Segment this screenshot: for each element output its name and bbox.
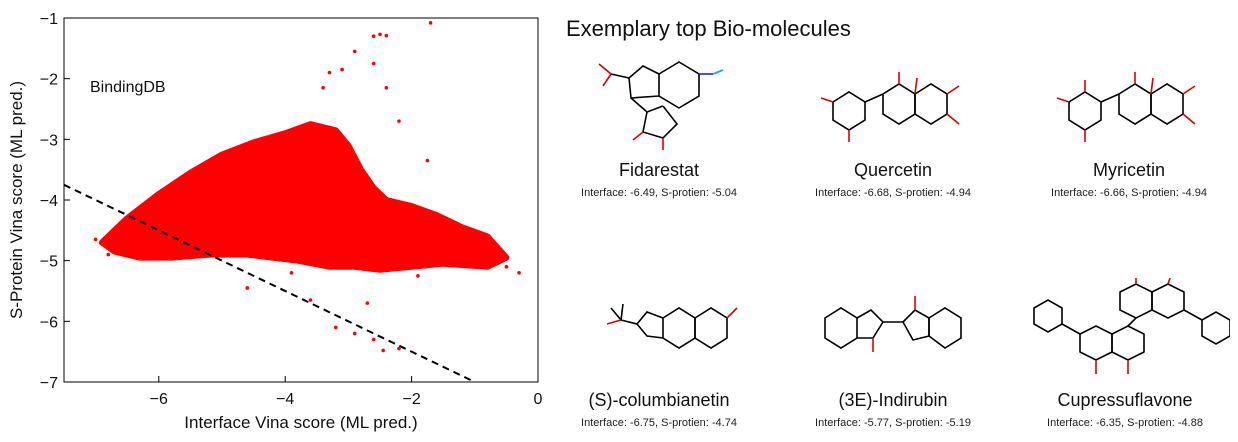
scatter-point bbox=[245, 286, 250, 290]
y-axis-label: S-Protein Vina score (ML pred.) bbox=[7, 81, 26, 319]
x-tick-label: −6 bbox=[150, 391, 168, 408]
scatter-point bbox=[327, 70, 332, 75]
molecule-scores: Interface: -6.49, S-protien: -5.04 bbox=[581, 187, 737, 199]
molecule-scores: Interface: -6.66, S-protien: -4.94 bbox=[1051, 187, 1207, 199]
molecule-scores: Interface: -6.75, S-protien: -4.74 bbox=[581, 417, 737, 429]
dashed-reference-line bbox=[63, 183, 476, 383]
chart-annotation: BindingDB bbox=[90, 79, 166, 96]
x-tick-label: −4 bbox=[276, 391, 294, 408]
scatter-point bbox=[416, 274, 420, 278]
y-tick-label: −2 bbox=[40, 72, 58, 89]
y-tick-label: −4 bbox=[40, 193, 58, 210]
molecule-name: Quercetin bbox=[853, 160, 933, 180]
myricetin-structure-icon bbox=[1056, 72, 1196, 142]
molecule-card-myricetin: Myricetin Interface: -6.66, S-protien: -… bbox=[1024, 52, 1234, 199]
scatter-point bbox=[371, 61, 376, 66]
plot-area bbox=[63, 21, 521, 383]
molecule-scores: Interface: -5.77, S-protien: -5.19 bbox=[815, 417, 971, 429]
scatter-point bbox=[381, 348, 385, 353]
y-tick-label: −1 bbox=[40, 11, 58, 28]
molecule-name: Myricetin bbox=[1092, 160, 1165, 180]
x-tick-label: −2 bbox=[402, 391, 420, 408]
molecule-card-cupressuflavone: Cupressuflavone Interface: -6.35, S-prot… bbox=[1020, 278, 1230, 429]
molecule-name: (3E)-Indirubin bbox=[838, 390, 948, 410]
quercetin-structure-icon bbox=[820, 72, 960, 142]
columbianetin-structure-icon bbox=[606, 303, 738, 349]
molecule-name: (S)-columbianetin bbox=[588, 390, 730, 410]
molecule-card-indirubin: (3E)-Indirubin Interface: -5.77, S-proti… bbox=[788, 278, 998, 429]
scatter-point bbox=[378, 32, 382, 37]
scatter-point bbox=[517, 271, 521, 275]
scatter-point bbox=[384, 85, 389, 90]
scatter-point bbox=[150, 210, 155, 214]
y-tick-label: −7 bbox=[40, 375, 58, 392]
molecule-scores: Interface: -6.68, S-protien: -4.94 bbox=[815, 187, 971, 199]
scatter-point bbox=[93, 237, 98, 242]
y-tick-label: −5 bbox=[40, 254, 58, 271]
scatter-point bbox=[308, 298, 313, 302]
scatter-point bbox=[352, 49, 357, 54]
fidarestat-structure-icon bbox=[598, 61, 724, 150]
molecule-card-quercetin: Quercetin Interface: -6.68, S-protien: -… bbox=[788, 52, 998, 199]
scatter-point bbox=[371, 34, 376, 38]
scatter-point bbox=[365, 301, 370, 305]
scatter-point-cloud bbox=[98, 121, 510, 273]
molecule-card-fidarestat: Fidarestat Interface: -6.49, S-protien: … bbox=[554, 52, 764, 199]
molecule-name: Fidarestat bbox=[618, 160, 700, 180]
scatter-point bbox=[428, 21, 433, 25]
molecule-name: Cupressuflavone bbox=[1057, 390, 1193, 410]
indirubin-structure-icon bbox=[824, 296, 962, 352]
molecule-card-columbianetin: (S)-columbianetin Interface: -6.75, S-pr… bbox=[554, 278, 764, 429]
scatter-point bbox=[504, 264, 509, 269]
scatter-point bbox=[425, 158, 430, 163]
panel-title: Exemplary top Bio-molecules bbox=[566, 16, 851, 41]
cupressuflavone-structure-icon bbox=[1033, 278, 1230, 374]
x-axis-label: Interface Vina score (ML pred.) bbox=[184, 413, 417, 432]
scatter-point bbox=[397, 119, 401, 123]
x-tick-label: 0 bbox=[534, 391, 543, 408]
scatter-point bbox=[352, 331, 357, 336]
scatter-point bbox=[289, 271, 294, 275]
scatter-point bbox=[106, 252, 111, 257]
scatter-point bbox=[340, 67, 344, 72]
scatter-point bbox=[371, 337, 376, 342]
y-tick-label: −3 bbox=[40, 132, 58, 149]
scatter-point bbox=[397, 346, 401, 351]
y-tick-label: −6 bbox=[40, 314, 58, 331]
molecule-scores: Interface: -6.35, S-protien: -4.88 bbox=[1047, 417, 1203, 429]
scatter-chart: −6 −4 −2 0 −7 −6 −5 −4 −3 −2 −1 BindingDB Interfac… bbox=[7, 11, 543, 432]
axis-ticks: −6 −4 −2 0 −7 −6 −5 −4 −3 −2 −1 bbox=[40, 11, 543, 408]
scatter-point bbox=[384, 33, 389, 38]
scatter-point bbox=[321, 85, 325, 90]
scatter-point bbox=[333, 325, 338, 330]
